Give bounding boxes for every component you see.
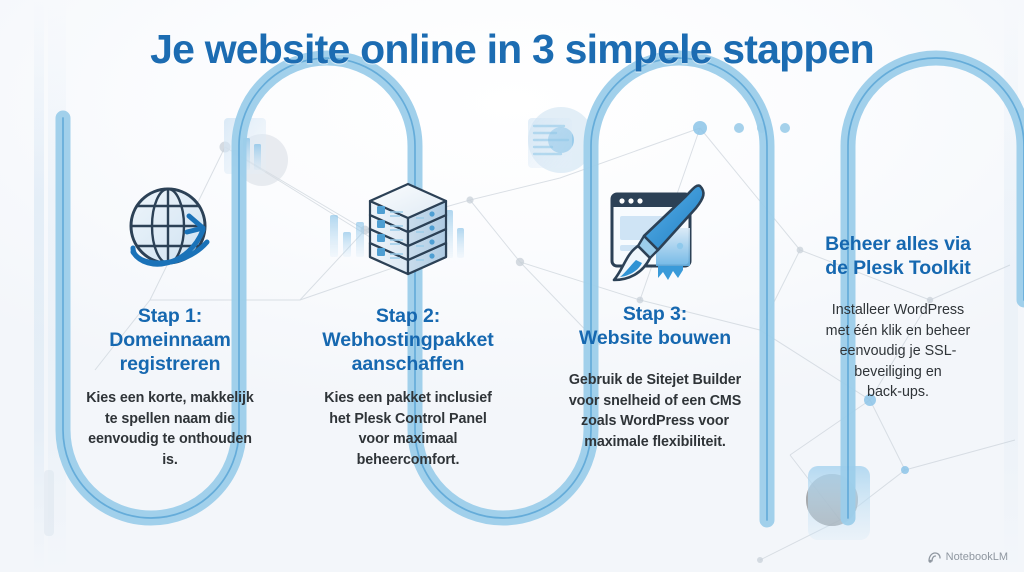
step-body-4: Installeer WordPress met één klik en beh… — [800, 300, 996, 403]
step-heading-line: registreren — [119, 353, 221, 375]
step-heading-line: Beheer alles via — [825, 233, 971, 255]
step-heading-line: Website bouwen — [578, 327, 732, 349]
step-body-line: beheercomfort. — [356, 451, 460, 468]
notebooklm-icon — [927, 551, 941, 563]
step-body-line: het Plesk Control Panel — [329, 410, 487, 427]
step-body-line: beveiliging en — [854, 363, 942, 380]
page-title: Je website online in 3 simpele stappen — [150, 26, 875, 72]
step-heading-4: Beheer alles via de Plesk Toolkit — [800, 232, 996, 280]
step-body-line: Installeer WordPress — [831, 302, 965, 318]
browser-paintbrush-icon — [596, 180, 714, 295]
step-heading-3: Stap 3: Website bouwen Gebruik de Siteje… — [552, 302, 758, 452]
step-body-line: is. — [162, 451, 178, 468]
step-body-line: voor snelheid of een CMS — [568, 392, 742, 409]
step-heading-line: Stap 1: — [137, 305, 203, 327]
decorative-band-left-1 — [34, 0, 44, 572]
step-body-line: Kies een korte, makkelijk — [86, 390, 254, 406]
step-body-line: Kies een pakket inclusief — [324, 390, 492, 406]
server-stack-icon — [346, 170, 470, 299]
step-body-line: eenvoudig te onthouden — [88, 431, 252, 447]
decorative-band-right — [1004, 0, 1018, 572]
notebooklm-watermark: NotebookLM — [927, 551, 1008, 563]
step-heading-line: Stap 2: — [375, 305, 441, 327]
step-body-3: Gebruik de Sitejet Builder voor snelheid… — [552, 370, 758, 452]
step-body-line: maximale flexibiliteit. — [584, 433, 726, 450]
step-body-line: voor maximaal — [358, 431, 458, 447]
step-heading-1: Stap 1: Domeinnaam registreren Kies een … — [72, 304, 268, 470]
globe-orbit-icon — [111, 170, 229, 293]
step-body-line: eenvoudig je SSL- — [839, 343, 957, 359]
step-heading-line: aanschaffen — [351, 353, 465, 375]
step-heading-line: de Plesk Toolkit — [825, 257, 971, 279]
step-heading-2: Stap 2: Webhostingpakket aanschaffen Kie… — [308, 304, 508, 470]
step-heading-line: Stap 3: — [622, 303, 688, 325]
step-body-line: back-ups. — [867, 384, 929, 400]
step-card-4: Beheer alles via de Plesk Toolkit Instal… — [800, 232, 996, 403]
step-heading-line: Webhostingpakket — [322, 329, 494, 351]
step-body-line: Gebruik de Sitejet Builder — [568, 372, 742, 388]
step-body-line: te spellen naam die — [105, 410, 235, 427]
step-body-line: zoals WordPress voor — [581, 413, 729, 429]
notebooklm-label: NotebookLM — [945, 551, 1008, 563]
step-body-line: met één klik en beheer — [825, 322, 971, 339]
step-body-2: Kies een pakket inclusief het Plesk Cont… — [308, 388, 508, 470]
step-body-1: Kies een korte, makkelijk te spellen naa… — [72, 388, 268, 470]
step-heading-line: Domeinnaam — [109, 329, 231, 351]
